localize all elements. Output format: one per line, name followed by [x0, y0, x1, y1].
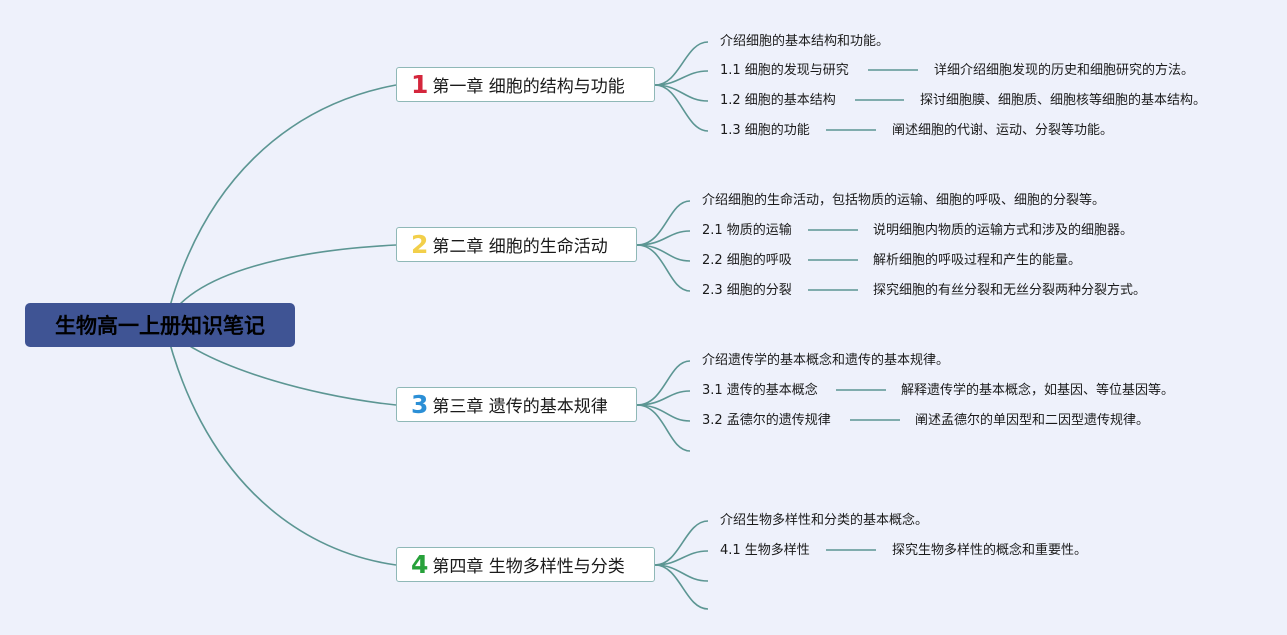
link-root-ch4	[164, 324, 397, 566]
link-ch3-intro	[636, 360, 691, 406]
section-2-2-desc[interactable]: 解析细胞的呼吸过程和产生的能量。	[873, 253, 1082, 268]
link-ch3-empty	[636, 404, 691, 452]
chapter-title: 第二章 细胞的生命活动	[432, 237, 608, 257]
chapter-title: 第一章 细胞的结构与功能	[432, 77, 625, 97]
link-ch1-s3	[654, 84, 709, 132]
section-1-1-desc[interactable]: 详细介绍细胞发现的历史和细胞研究的方法。	[934, 63, 1195, 78]
chapter-title: 第四章 生物多样性与分类	[432, 557, 625, 577]
section-1-2-label[interactable]: 1.2 细胞的基本结构	[720, 93, 836, 108]
chapter-2-intro[interactable]: 介绍细胞的生命活动，包括物质的运输、细胞的呼吸、细胞的分裂等。	[702, 193, 1106, 208]
section-1-3-desc[interactable]: 阐述细胞的代谢、运动、分裂等功能。	[892, 123, 1114, 138]
section-4-1-label[interactable]: 4.1 生物多样性	[720, 543, 810, 558]
chapter-node-2[interactable]: 2 第二章 细胞的生命活动	[396, 227, 637, 262]
root-node[interactable]: 生物高一上册知识笔记	[25, 303, 295, 347]
chapter-title: 第三章 遗传的基本规律	[432, 397, 608, 417]
section-3-2-label[interactable]: 3.2 孟德尔的遗传规律	[702, 413, 831, 428]
section-3-2-desc[interactable]: 阐述孟德尔的单因型和二因型遗传规律。	[915, 413, 1150, 428]
section-1-3-label[interactable]: 1.3 细胞的功能	[720, 123, 810, 138]
number-1-icon: 1	[411, 70, 429, 99]
number-2-icon: 2	[411, 230, 429, 259]
link-ch2-intro	[636, 200, 691, 246]
number-4-icon: 4	[411, 550, 429, 579]
link-ch2-s3	[636, 244, 691, 292]
section-4-1-desc[interactable]: 探究生物多样性的概念和重要性。	[892, 543, 1088, 558]
root-title: 生物高一上册知识笔记	[55, 314, 265, 338]
section-3-1-label[interactable]: 3.1 遗传的基本概念	[702, 383, 818, 398]
link-ch4-intro	[654, 520, 709, 566]
number-3-icon: 3	[411, 390, 429, 419]
chapter-4-intro[interactable]: 介绍生物多样性和分类的基本概念。	[720, 513, 929, 528]
chapter-3-intro[interactable]: 介绍遗传学的基本概念和遗传的基本规律。	[702, 353, 950, 368]
link-ch2-s2	[636, 244, 691, 262]
link-ch3-s2	[636, 404, 691, 422]
chapter-node-3[interactable]: 3 第三章 遗传的基本规律	[396, 387, 637, 422]
section-1-2-desc[interactable]: 探讨细胞膜、细胞质、细胞核等细胞的基本结构。	[920, 93, 1207, 108]
section-3-1-desc[interactable]: 解释遗传学的基本概念，如基因、等位基因等。	[901, 383, 1175, 398]
section-2-2-label[interactable]: 2.2 细胞的呼吸	[702, 253, 792, 268]
section-2-3-label[interactable]: 2.3 细胞的分裂	[702, 283, 792, 298]
chapter-1-intro[interactable]: 介绍细胞的基本结构和功能。	[720, 34, 890, 49]
section-2-1-label[interactable]: 2.1 物质的运输	[702, 223, 792, 238]
section-2-1-desc[interactable]: 说明细胞内物质的运输方式和涉及的细胞器。	[873, 223, 1134, 238]
section-2-3-desc[interactable]: 探究细胞的有丝分裂和无丝分裂两种分裂方式。	[873, 283, 1147, 298]
chapter-node-1[interactable]: 1 第一章 细胞的结构与功能	[396, 67, 655, 102]
link-root-ch1	[164, 84, 397, 326]
chapter-node-4[interactable]: 4 第四章 生物多样性与分类	[396, 547, 655, 582]
link-ch4-empty2	[654, 564, 709, 610]
section-1-1-label[interactable]: 1.1 细胞的发现与研究	[720, 63, 849, 78]
